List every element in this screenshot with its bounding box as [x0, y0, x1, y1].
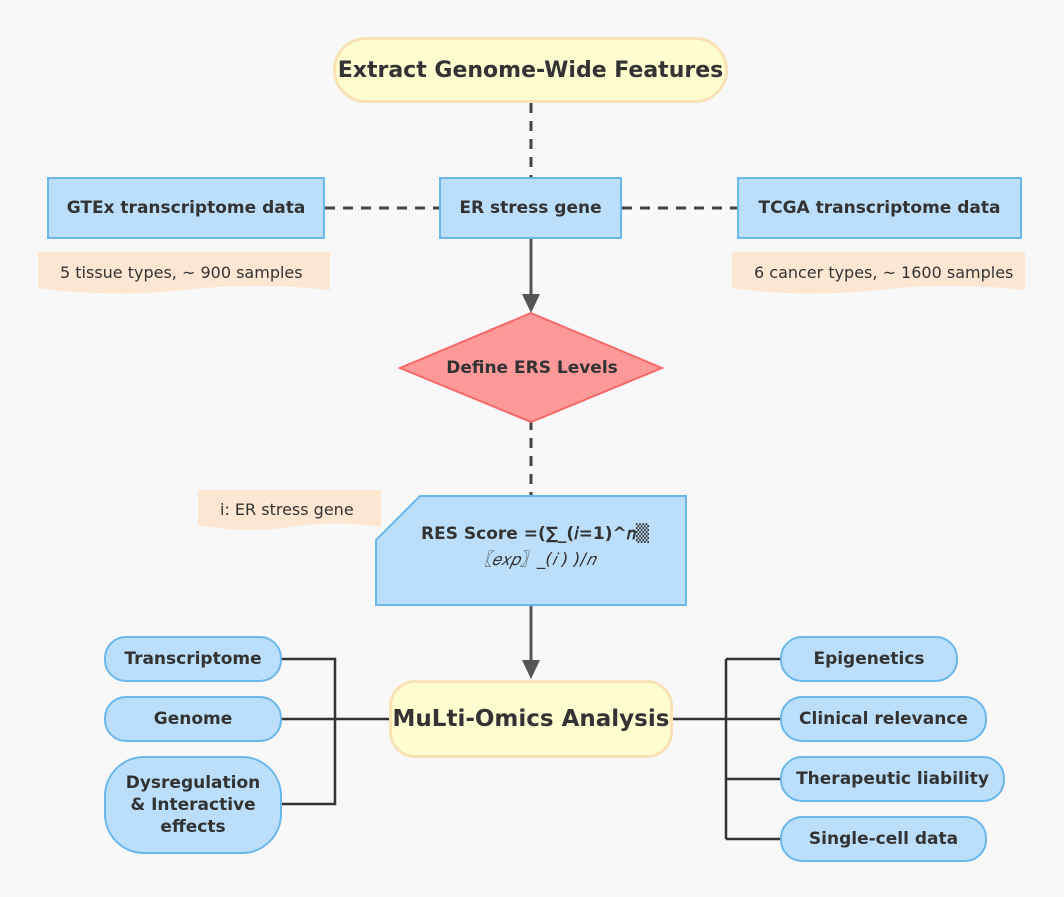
gtex-note: 5 tissue types, ~ 900 samples: [60, 262, 303, 282]
tcga-data-node: TCGA transcriptome data: [737, 177, 1022, 239]
tcga-note: 6 cancer types, ~ 1600 samples: [754, 262, 1014, 282]
formula-line-2: 〖𝑒𝑥𝑝〗_(𝑖 ) )/𝑛: [474, 549, 596, 570]
formula-line-1: RES Score =(∑_(𝑖=1)^𝑛▒: [421, 524, 649, 544]
gtex-data-node: GTEx transcriptome data: [47, 177, 325, 239]
dysregulation-line-2: & Interactive: [130, 794, 256, 815]
left-item-dysregulation: Dysregulation & Interactive effects: [104, 756, 282, 854]
right-item-epigenetics: Epigenetics: [780, 636, 958, 682]
dysregulation-line-3: effects: [160, 817, 226, 838]
score-note: i: ER stress gene: [220, 500, 354, 519]
er-stress-gene-node: ER stress gene: [439, 177, 622, 239]
dysregulation-line-1: Dysregulation: [125, 772, 261, 793]
define-ers-levels-label: Define ERS Levels: [446, 358, 618, 378]
extract-features-node: Extract Genome-Wide Features: [333, 37, 728, 103]
left-item-transcriptome: Transcriptome: [104, 636, 282, 682]
left-item-genome: Genome: [104, 696, 282, 742]
right-item-therapeutic-liability: Therapeutic liability: [780, 756, 1005, 802]
right-item-single-cell-data: Single-cell data: [780, 816, 987, 862]
right-item-clinical-relevance: Clinical relevance: [780, 696, 987, 742]
score-shape: [375, 495, 687, 606]
res-score-formula: RES Score =(∑_(𝑖=1)^𝑛▒ 〖𝑒𝑥𝑝〗_(𝑖 ) )/𝑛: [380, 522, 690, 573]
multi-omics-node: MuLti-Omics Analysis: [389, 680, 673, 758]
decision-diamond: [397, 311, 665, 424]
